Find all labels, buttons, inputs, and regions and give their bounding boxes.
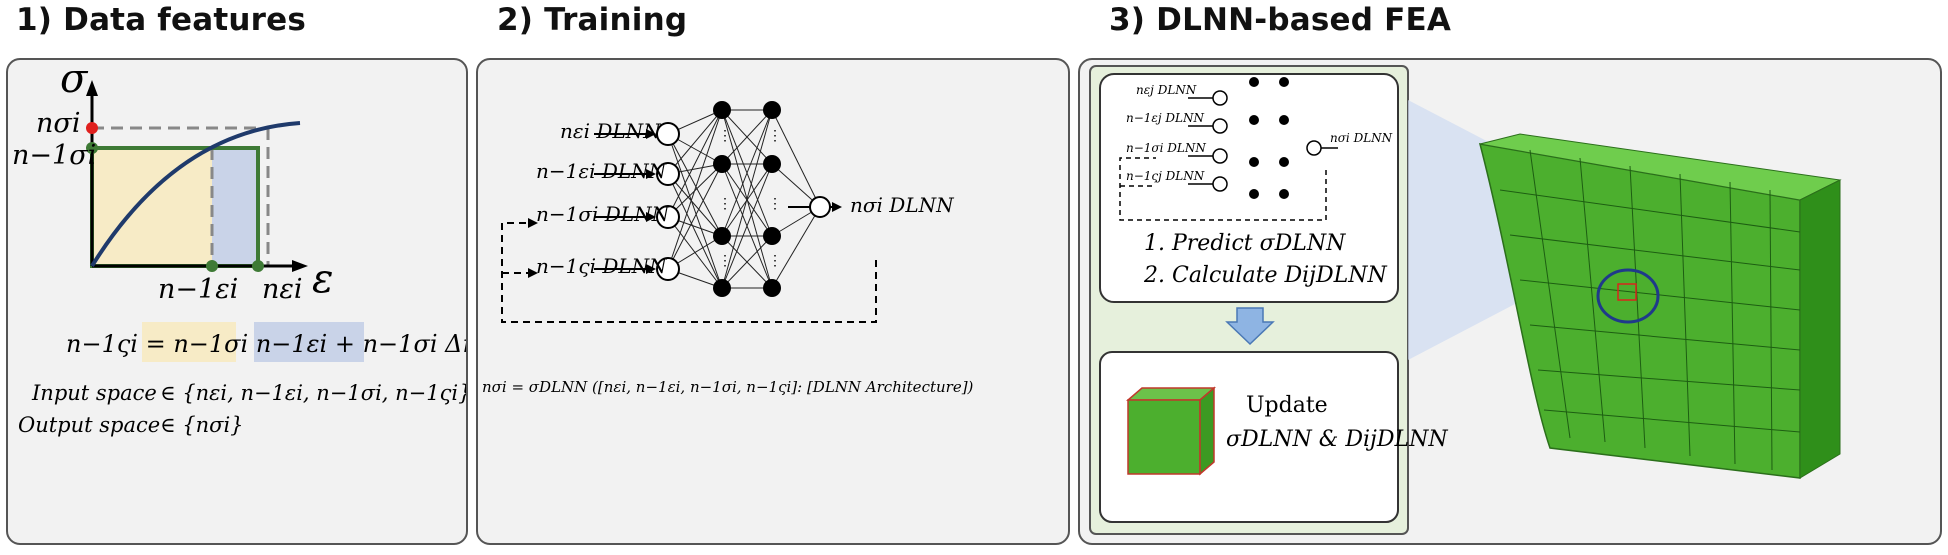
network-edge	[721, 109, 773, 237]
y-arrowhead	[86, 80, 98, 96]
hidden-layers	[713, 101, 781, 297]
network-edge	[667, 109, 723, 175]
output-space-set: ∈ {nσi}	[160, 413, 244, 437]
network-edge	[771, 109, 821, 208]
network-edge	[667, 173, 723, 237]
stress-strain-diagram: σ ε nσi n−1σi n−1εi nεi n−1ςi = n−1σi n−…	[12, 56, 498, 437]
fea-output-label: nσi DLNN	[1330, 131, 1393, 145]
title-training: 2) Training	[497, 2, 688, 38]
input-space-label: Input space	[31, 381, 157, 405]
input-node-1	[656, 122, 680, 146]
input-label-2: n−1εi DLNN	[536, 159, 668, 183]
network-edge	[721, 109, 773, 289]
network-edge	[667, 163, 723, 270]
update-line: σDLNN & DijDLNN	[1226, 427, 1448, 452]
network-edge	[667, 109, 723, 270]
input-space-set: ∈ {nεi, n−1εi, n−1σi, n−1ςi}	[160, 381, 466, 405]
green-point-x2	[252, 260, 264, 272]
y-tick-n1: n−1σi	[12, 140, 96, 171]
svg-text:⋮: ⋮	[718, 128, 732, 144]
input-node-2	[656, 162, 680, 186]
svg-text:⋮: ⋮	[718, 253, 732, 269]
fea-input-label-1: nεj DLNN	[1136, 83, 1197, 97]
stress-strain-curve	[90, 121, 301, 268]
input-label-3: n−1σi DLNN	[536, 202, 671, 226]
network-edge	[667, 133, 723, 237]
output-label: nσi DLNN	[850, 193, 955, 217]
network-edge	[667, 109, 723, 218]
step-calculate: 2. Calculate DijDLNN	[1143, 263, 1387, 288]
svg-text:⋮: ⋮	[768, 128, 782, 144]
fea-input-label-3: n−1σi DLNN	[1126, 141, 1206, 155]
panel-data-features: σ ε nσi n−1σi n−1εi nεi n−1ςi = n−1σi n−…	[6, 56, 498, 545]
title-dlnn-fea: 3) DLNN-based FEA	[1109, 2, 1452, 38]
green-point-x1	[206, 260, 218, 272]
fea-input-label-2: n−1εj DLNN	[1126, 111, 1204, 125]
panel-dlnn-fea: nεj DLNN n−1εj DLNN n−1σi DLNN n−1ςj DLN…	[1078, 58, 1942, 545]
y-tick-n: nσi	[36, 108, 80, 139]
update-title: Update	[1246, 393, 1328, 418]
green-point-y	[86, 142, 98, 154]
output-node	[809, 196, 831, 218]
network-edge	[721, 109, 773, 165]
red-point	[86, 122, 98, 134]
feedback-loop	[501, 222, 877, 323]
step-predict: 1. Predict σDLNN	[1144, 231, 1346, 256]
x-arrowhead	[292, 260, 308, 272]
training-network-diagram: ⋮ ⋮ ⋮ ⋮ ⋮ ⋮ nεi DLNN n−1εi DLNN n−1σi DLNN n…	[482, 101, 974, 396]
input-label-1: nεi DLNN	[560, 119, 662, 143]
green-cube-icon	[1125, 386, 1217, 476]
network-edge	[721, 235, 773, 289]
epsilon-axis-label: ε	[312, 256, 333, 302]
x-tick-n: nεi	[262, 274, 303, 305]
svg-text:⋮: ⋮	[768, 196, 782, 212]
blue-area	[212, 148, 258, 266]
title-data-features: 1) Data features	[16, 2, 306, 38]
fea-input-label-4: n−1ςj DLNN	[1126, 169, 1205, 183]
x-tick-n1: n−1εi	[158, 274, 238, 305]
area-formula: n−1ςi = n−1σi n−1εi + n−1σi Δnεi	[66, 330, 466, 358]
input-label-4: n−1ςi DLNN	[536, 254, 668, 278]
network-edge	[667, 173, 723, 289]
input-node-4	[656, 257, 680, 281]
svg-text:⋮: ⋮	[768, 253, 782, 269]
network-edge	[721, 163, 773, 289]
input-node-3	[656, 205, 680, 229]
yellow-area	[92, 148, 212, 266]
network-edge	[771, 206, 821, 289]
down-arrow	[1225, 307, 1275, 346]
mesh-block	[1478, 133, 1842, 479]
training-equation: nσi = σDLNN ([nεi, n−1εi, n−1σi, n−1ςi]:…	[482, 378, 974, 396]
svg-text:⋮: ⋮	[718, 196, 732, 212]
network-box	[1099, 73, 1399, 303]
sigma-axis-label: σ	[60, 60, 89, 102]
output-space-label: Output space	[18, 413, 160, 437]
network-edge	[667, 133, 723, 289]
fea-diagram: nεj DLNN n−1εj DLNN n−1σi DLNN n−1ςj DLN…	[1089, 65, 1842, 535]
panel-training: ⋮ ⋮ ⋮ ⋮ ⋮ ⋮ nεi DLNN n−1εi DLNN n−1σi DLNN n…	[476, 58, 1070, 545]
